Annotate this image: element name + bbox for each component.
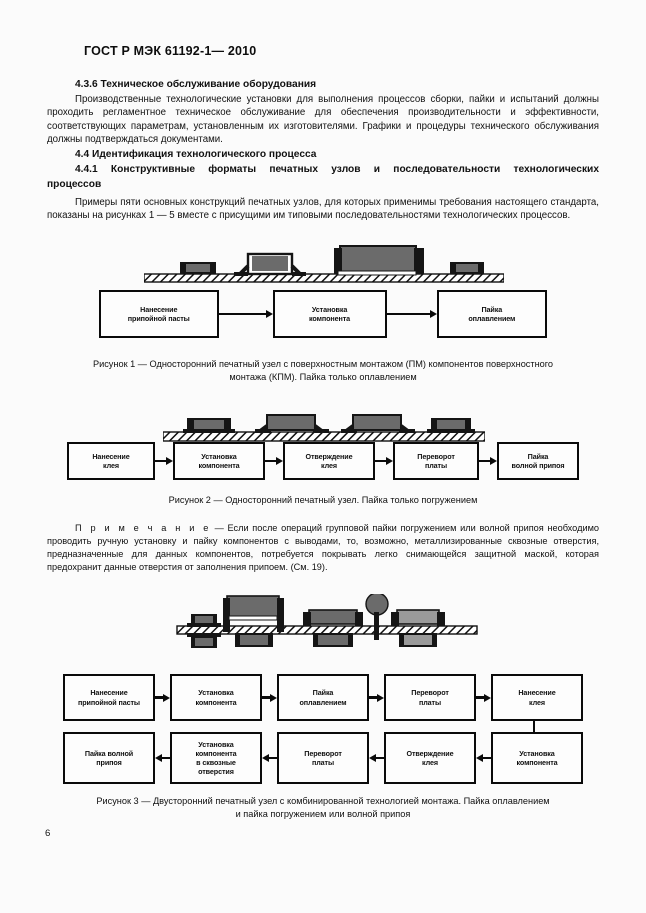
figure3-row2-box-1-line1: Пайка волной [84, 748, 134, 758]
heading-4-3-6: 4.3.6 Техническое обслуживание оборудова… [75, 79, 317, 90]
figure3-row2-box-5-line2: компонента [516, 758, 558, 767]
figure3-row1-box-4-line1: Переворот [411, 688, 449, 698]
figure1-box-1-line2: припойной пасты [127, 314, 190, 323]
figure3-row2-box-4[interactable]: Отверждение клея [384, 732, 476, 784]
figure3-row2-box-4-line2: клея [422, 758, 438, 767]
figure3-row1-box-5[interactable]: Нанесение клея [491, 674, 583, 721]
figure3-row2-box-4-line1: Отверждение [406, 748, 454, 758]
figure1-box-1-line1: Нанесение [140, 304, 178, 314]
figure2-box-5-line1: Пайка [527, 451, 549, 461]
figure1-box-1[interactable]: Нанесение припойной пасты [99, 290, 219, 338]
paragraph-4-4-1: Примеры пяти основных конструкций печатн… [47, 196, 599, 222]
figure3-caption: Рисунок 3 — Двусторонний печатный узел с… [47, 795, 599, 821]
figure1-arrow-1 [218, 290, 273, 338]
figure3-row2-box-5[interactable]: Установка компонента [491, 732, 583, 784]
note-block: П р и м е ч а н и е — Если после операци… [47, 522, 599, 574]
figure3-pcb-illustration [173, 592, 481, 671]
document-header: ГОСТ Р МЭК 61192-1— 2010 [84, 44, 257, 58]
figure3-row1-box-2-line1: Установка [198, 688, 234, 698]
figure1-box-2[interactable]: Установка компонента [272, 290, 387, 338]
note-paragraph: П р и м е ч а н и е — Если после операци… [47, 522, 599, 574]
figure1-process-flow: Нанесение припойной пасты Установка комп… [99, 290, 547, 338]
figure3-row1-box-5-line1: Нанесение [518, 688, 556, 698]
figure3-row1-box-1-line1: Нанесение [90, 688, 128, 698]
figure3-row2-arrow-4 [476, 732, 491, 784]
figure3-row2-arrow-1 [155, 732, 170, 784]
figure2-box-4[interactable]: Переворот платы [393, 442, 479, 480]
figure3-row2-box-3-line2: платы [311, 758, 335, 767]
figure3-row1-box-3[interactable]: Пайка оплавлением [277, 674, 369, 721]
figure3-row1-box-5-line2: клея [529, 697, 545, 707]
note-label: П р и м е ч а н и е [75, 523, 211, 533]
figure2-arrow-1 [155, 442, 173, 480]
figure2-box-3-line2: клея [321, 461, 337, 470]
figure1-caption: Рисунок 1 — Односторонний печатный узел … [47, 358, 599, 384]
figure3-row2-box-2-line3: в сквозные [196, 758, 236, 767]
figure2-box-1[interactable]: Нанесение клея [67, 442, 155, 480]
figure1-box-3[interactable]: Пайка оплавлением [436, 290, 547, 338]
figure3-caption-line2: и пайка погружением или волной припоя [235, 809, 411, 819]
figure3-row1-box-1-line2: припойной пасты [78, 697, 140, 707]
note-text: — Если после операций групповой пайки по… [47, 523, 599, 572]
figure3-row1-box-3-line1: Пайка [312, 688, 334, 698]
figure3-row1-box-1[interactable]: Нанесение припойной пасты [63, 674, 155, 721]
figure1-caption-line1: Рисунок 1 — Односторонний печатный узел … [92, 359, 554, 369]
figure1-box-2-line2: компонента [309, 314, 351, 323]
figure2-box-2-line2: компонента [198, 461, 240, 470]
figure2-box-3-line1: Отверждение [305, 451, 353, 461]
heading-4-4: 4.4 Идентификация технологического проце… [75, 148, 317, 160]
figure3-row2-box-2-line4: отверстия [198, 767, 234, 777]
page-number: 6 [45, 828, 51, 839]
figure3-row2-box-1-line2: припоя [96, 758, 122, 767]
figure2-box-2-line1: Установка [201, 451, 237, 461]
paragraph-4-3-6: Производственные технологические установ… [47, 94, 599, 146]
figure3-row2-box-1[interactable]: Пайка волной припоя [63, 732, 155, 784]
figure2-process-flow: Нанесение клея Установка компонента Отве… [67, 442, 579, 480]
figure1-pcb-illustration [143, 238, 505, 293]
figure2-box-1-line2: клея [103, 461, 119, 470]
figure3-row1-box-2-line2: компонента [195, 697, 237, 707]
body-text-column: 4.3.6 Техническое обслуживание оборудова… [47, 78, 599, 222]
figure3-row2-box-3-line1: Переворот [304, 748, 342, 758]
figure3-row2-box-2[interactable]: Установка компонента в сквозные отверсти… [170, 732, 262, 784]
figure1-box-3-line2: оплавлением [468, 314, 516, 323]
figure2-box-4-line1: Переворот [417, 451, 455, 461]
figure2-pcb-illustration [162, 404, 486, 451]
figure2-box-5[interactable]: Пайка волной припоя [497, 442, 579, 480]
figure3-caption-line1: Рисунок 3 — Двусторонний печатный узел с… [96, 796, 550, 806]
figure1-caption-line2: монтажа (КПМ). Пайка только оплавлением [229, 372, 417, 382]
figure2-arrow-2 [265, 442, 283, 480]
figure2-box-3[interactable]: Отверждение клея [283, 442, 375, 480]
figure3-row1-box-3-line2: оплавлением [299, 697, 347, 707]
figure2-box-5-line2: волной припоя [511, 461, 565, 470]
figure2-arrow-4 [479, 442, 497, 480]
figure3-row2-box-2-line1: Установка [198, 739, 234, 749]
figure2-box-1-line1: Нанесение [92, 451, 130, 461]
figure3-row2-box-2-line2: компонента [195, 748, 237, 758]
figure2-arrow-3 [375, 442, 393, 480]
figure1-box-3-line1: Пайка [481, 304, 503, 314]
figure3-row1-box-4[interactable]: Переворот платы [384, 674, 476, 721]
figure3-row1-arrow-1 [155, 674, 170, 721]
figure3-row2-arrow-2 [262, 732, 277, 784]
figure3-process-flow-row2: Пайка волной припоя Установка компонента… [63, 732, 583, 784]
figure3-row1-arrow-4 [476, 674, 491, 721]
figure1-box-2-line1: Установка [311, 304, 348, 314]
heading-4-4-1: 4.4.1 Конструктивные форматы печатных уз… [75, 163, 599, 175]
figure3-process-flow-row1: Нанесение припойной пасты Установка комп… [63, 674, 583, 721]
figure3-row2-arrow-3 [369, 732, 384, 784]
figure2-caption: Рисунок 2 — Односторонний печатный узел.… [168, 495, 478, 505]
figure3-row1-arrow-3 [369, 674, 384, 721]
figure2-box-4-line2: платы [424, 461, 448, 470]
heading-4-4-1-continued: процессов [47, 178, 102, 190]
figure1-arrow-2 [386, 290, 437, 338]
figure3-row2-box-5-line1: Установка [519, 748, 555, 758]
figure3-row1-box-4-line2: платы [418, 697, 442, 707]
figure3-row1-box-2[interactable]: Установка компонента [170, 674, 262, 721]
figure3-row2-box-3[interactable]: Переворот платы [277, 732, 369, 784]
figure2-box-2[interactable]: Установка компонента [173, 442, 265, 480]
figure3-row1-arrow-2 [262, 674, 277, 721]
